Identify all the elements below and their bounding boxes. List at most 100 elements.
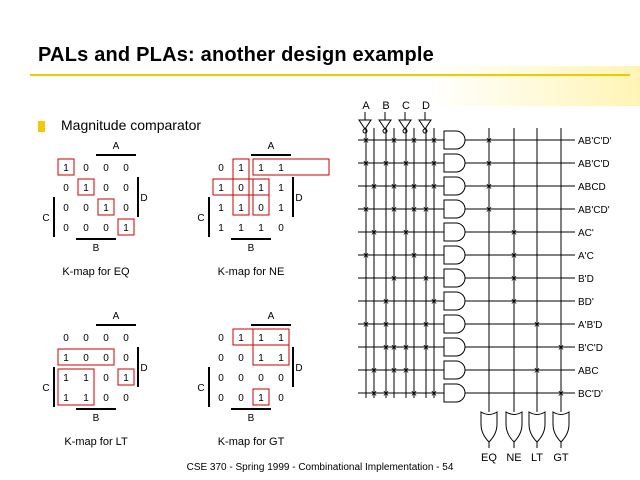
and-connection-mark: × [371, 388, 377, 400]
var-label-a: A [268, 311, 275, 322]
and-connection-mark: × [371, 181, 377, 193]
and-connection-mark: × [363, 135, 369, 147]
and-connection-mark: × [383, 296, 389, 308]
kmap-cell: 0 [238, 353, 244, 364]
kmap-cell: 1 [218, 183, 224, 194]
kmap-cell: 0 [278, 393, 284, 404]
var-label-d: D [140, 363, 147, 374]
kmap-cell: 0 [218, 353, 224, 364]
and-gate [443, 199, 466, 219]
and-gate [443, 245, 466, 265]
kmap-cell: 1 [238, 203, 244, 214]
and-connection-mark: × [411, 388, 417, 400]
var-label-d: D [295, 193, 302, 204]
kmap-cell: 1 [63, 393, 69, 404]
kmap-cell: 0 [103, 163, 109, 174]
and-connection-mark: × [383, 158, 389, 170]
kmap-group-loop [252, 158, 330, 176]
var-label-d: D [295, 363, 302, 374]
kmap-cell: 1 [238, 223, 244, 234]
output-label-ne: NE [506, 452, 521, 464]
kmap-cell: 1 [218, 203, 224, 214]
var-label-b: B [248, 413, 255, 424]
product-label: AB'C'D [578, 159, 610, 170]
kmap-cell: 0 [123, 183, 129, 194]
kmap-group-loop [57, 348, 115, 366]
product-label: B'D [578, 274, 594, 285]
and-connection-mark: × [403, 158, 409, 170]
and-connection-mark: × [391, 365, 397, 377]
and-connection-mark: × [383, 342, 389, 354]
product-label: AB'C'D' [578, 136, 612, 147]
kmap-cell: 1 [123, 373, 129, 384]
kmap-caption: K-map for NE [218, 266, 285, 278]
kmap-cell: 0 [83, 203, 89, 214]
and-gate [443, 153, 466, 173]
and-connection-mark: × [403, 342, 409, 354]
or-gate [505, 411, 523, 443]
kmap-group-loop [117, 368, 135, 386]
kmap-cell: 1 [258, 333, 264, 344]
output-label-lt: LT [531, 452, 543, 464]
kmap-cell: 0 [258, 203, 264, 214]
kmap-cell: 0 [63, 333, 69, 344]
and-connection-mark: × [423, 319, 429, 331]
output-label-eq: EQ [481, 452, 497, 464]
input-buffer [378, 119, 392, 130]
and-connection-mark: × [423, 342, 429, 354]
and-connection-mark: × [363, 319, 369, 331]
and-gate [443, 314, 466, 334]
and-gate [443, 337, 466, 357]
input-buffer [398, 119, 412, 130]
kmap-cell: 1 [83, 373, 89, 384]
kmap-cell: 0 [123, 393, 129, 404]
kmap-cell: 0 [103, 373, 109, 384]
input-label-c: C [402, 100, 410, 112]
and-gate [443, 383, 466, 403]
kmap-cell: 0 [83, 223, 89, 234]
slide-footer: CSE 370 - Spring 1999 - Combinational Im… [186, 462, 454, 473]
kmap-cell: 0 [103, 333, 109, 344]
input-buffer [358, 119, 372, 130]
kmap-group-loop [117, 218, 135, 236]
var-label-b: B [248, 243, 255, 254]
kmap-cell: 0 [123, 333, 129, 344]
kmap-cell: 1 [83, 393, 89, 404]
and-gate [443, 360, 466, 380]
product-label: A'C [578, 251, 594, 262]
and-connection-mark: × [431, 296, 437, 308]
kmap-cell: 1 [63, 373, 69, 384]
kmap-cell: 0 [63, 203, 69, 214]
kmap-cell: 1 [278, 333, 284, 344]
var-label-c: C [42, 383, 49, 394]
product-label: ABCD [578, 182, 606, 193]
and-connection-mark: × [391, 342, 397, 354]
title-underline-glow [430, 66, 640, 106]
kmap-cell: 1 [278, 163, 284, 174]
var-label-d: D [140, 193, 147, 204]
kmap-group-loop [77, 178, 95, 196]
or-gate [552, 411, 570, 443]
kmap-cell: 0 [123, 163, 129, 174]
and-gate [443, 222, 466, 242]
kmap-cell: 0 [278, 223, 284, 234]
title-underline [30, 74, 630, 76]
product-label: ABC [578, 366, 599, 377]
and-connection-mark: × [403, 227, 409, 239]
and-connection-mark: × [431, 158, 437, 170]
and-connection-mark: × [383, 319, 389, 331]
product-label: B'C'D [578, 343, 603, 354]
product-label: BC'D' [578, 389, 603, 400]
kmap-cell: 1 [278, 203, 284, 214]
var-label-a: A [268, 141, 275, 152]
kmap-group-loop [252, 328, 290, 366]
var-label-a: A [113, 311, 120, 322]
kmap-cell: 0 [83, 333, 89, 344]
kmap-cell: 0 [123, 353, 129, 364]
and-connection-mark: × [383, 388, 389, 400]
and-connection-mark: × [423, 204, 429, 216]
